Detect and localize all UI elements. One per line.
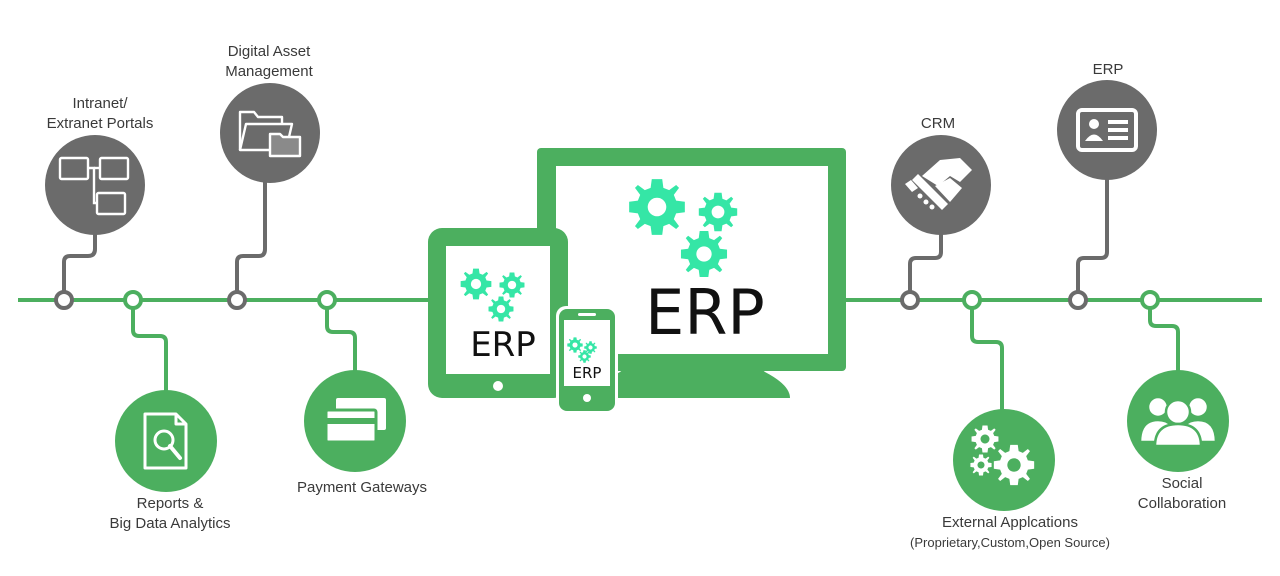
junction-external (962, 290, 982, 310)
label-social: Social Collaboration (1112, 474, 1252, 514)
label-intranet-line2: Extranet Portals (46, 115, 154, 132)
label-payments: Payment Gateways (272, 478, 452, 498)
label-reports-line2: Big Data Analytics (109, 515, 231, 532)
label-crm-line1: CRM (920, 115, 956, 132)
node-payments (304, 370, 406, 472)
label-social-line1: Social (1161, 475, 1203, 492)
label-intranet-line1: Intranet/ (72, 95, 128, 112)
junction-payments (317, 290, 337, 310)
junction-intranet (54, 290, 74, 310)
label-erp: ERP (1058, 60, 1158, 80)
label-dam-line1: Digital Asset (227, 43, 311, 60)
phone-home-button (583, 394, 591, 402)
label-crm: CRM (888, 114, 988, 134)
connector-erp (1076, 178, 1109, 300)
node-reports-circle (115, 390, 217, 492)
cards-icon (324, 398, 386, 444)
node-reports (115, 390, 217, 492)
monitors-network-icon (58, 156, 130, 216)
connector-intranet (62, 232, 97, 300)
node-external (953, 409, 1055, 511)
label-erp-line1: ERP (1092, 61, 1124, 78)
junction-reports (123, 290, 143, 310)
junction-dam (227, 290, 247, 310)
connector-dam (235, 180, 267, 300)
label-external-line1: External Applcations (942, 514, 1078, 531)
folders-icon (238, 110, 302, 158)
node-erp (1057, 80, 1157, 180)
tablet-erp-text: ERP (470, 325, 536, 365)
phone-erp-text: ERP (573, 364, 602, 382)
label-dam: Digital Asset Management (189, 42, 349, 82)
junction-crm (900, 290, 920, 310)
label-external: External Applcations (Proprietary,Custom… (880, 513, 1140, 553)
junction-erp (1068, 290, 1088, 310)
label-intranet: Intranet/ Extranet Portals (20, 94, 180, 134)
monitor-erp-text: ERP (645, 276, 765, 349)
erp-devices: ERP ERP ERP (428, 148, 846, 414)
handshake-icon (905, 158, 972, 210)
connector-crm (908, 232, 943, 300)
connector-payments (325, 300, 357, 372)
connector-social (1148, 300, 1180, 372)
node-crm (891, 135, 991, 235)
node-social (1127, 370, 1229, 472)
label-dam-line2: Management (225, 63, 313, 80)
junction-dots (54, 290, 1160, 310)
label-reports: Reports & Big Data Analytics (80, 494, 260, 534)
label-reports-line1: Reports & (136, 495, 204, 512)
report-magnifier-icon (143, 412, 188, 470)
id-card-icon (1076, 108, 1138, 152)
tablet-screen (446, 246, 550, 374)
people-icon (1138, 395, 1218, 448)
node-erp-circle (1057, 80, 1157, 180)
connector-external (970, 300, 1004, 412)
label-social-line2: Collaboration (1137, 495, 1227, 512)
junction-social (1140, 290, 1160, 310)
node-intranet (45, 135, 145, 235)
tablet: ERP (428, 228, 568, 398)
connector-reports (131, 300, 168, 392)
phone: ERP (556, 306, 618, 414)
label-payments-line1: Payment Gateways (296, 479, 428, 496)
node-dam (220, 83, 320, 183)
tablet-home-button (493, 381, 503, 391)
label-external-line2: (Proprietary,Custom,Open Source) (910, 535, 1110, 550)
